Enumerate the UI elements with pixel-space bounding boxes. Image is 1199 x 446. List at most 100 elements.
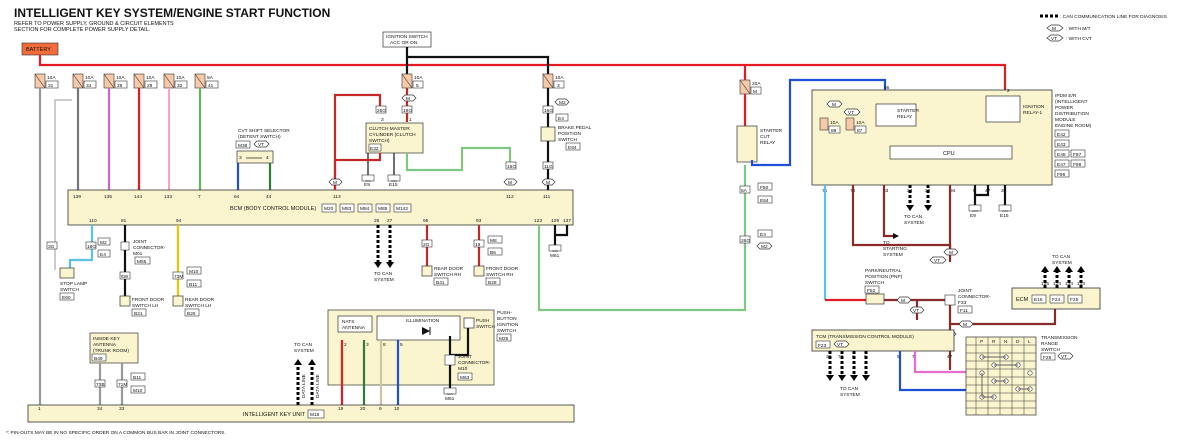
iku-pins: 1 34 33 19 20 9 10 xyxy=(38,406,400,412)
svg-text:M85: M85 xyxy=(378,206,388,212)
ignition-relay-1 xyxy=(985,95,1021,123)
svg-text:16G: 16G xyxy=(544,108,553,114)
svg-text:M: M xyxy=(949,250,953,256)
svg-text:73: 73 xyxy=(838,354,844,360)
svg-text:28: 28 xyxy=(117,83,123,89)
svg-text:M2: M2 xyxy=(559,100,566,106)
ground-e15-ipdm: E15 xyxy=(998,204,1012,219)
starter-cut-relay xyxy=(736,125,758,163)
ipdm-fuse-87: 10A 87 xyxy=(845,117,867,134)
svg-text:SYSTEM: SYSTEM xyxy=(883,252,903,258)
svg-text:M55: M55 xyxy=(137,259,147,265)
bcm-module xyxy=(67,189,574,226)
svg-text:19G: 19G xyxy=(403,108,412,114)
svg-text:JOINT: JOINT xyxy=(458,354,472,360)
bcm-can-lines: TO CAN SYSTEM xyxy=(374,225,394,283)
svg-text:F96: F96 xyxy=(1057,172,1066,178)
note-line-1: REFER TO POWER SUPPLY, GROUND & CIRCUIT … xyxy=(14,21,174,27)
fuse-20a: 20A M xyxy=(739,79,761,95)
svg-text:SWITCH): SWITCH) xyxy=(369,138,390,144)
fuse-31: 10A 31 xyxy=(34,73,59,89)
svg-text:33: 33 xyxy=(119,406,125,412)
svg-text:16G: 16G xyxy=(507,164,516,170)
svg-text:IGNITION: IGNITION xyxy=(1023,104,1045,110)
svg-text:ANTENNA: ANTENNA xyxy=(342,325,366,331)
svg-text:ECM: ECM xyxy=(1016,297,1029,303)
svg-text:B21: B21 xyxy=(134,311,143,317)
svg-text:20: 20 xyxy=(360,406,366,412)
svg-text:73M: 73M xyxy=(174,274,183,280)
svg-text:SYSTEM: SYSTEM xyxy=(840,392,860,398)
wire-ecm-15 xyxy=(950,309,1057,326)
svg-text:M: M xyxy=(508,180,512,186)
svg-text:SWITCH: SWITCH xyxy=(476,324,495,330)
svg-text:DISTRIBUTION: DISTRIBUTION xyxy=(1055,111,1089,117)
svg-text:BRAKE PEDAL: BRAKE PEDAL xyxy=(558,125,592,131)
nats-antenna xyxy=(337,315,373,333)
svg-text:M20: M20 xyxy=(324,206,334,212)
svg-text:3G: 3G xyxy=(48,244,55,250)
svg-text:10A: 10A xyxy=(176,75,185,81)
svg-text:CONNECTOR-: CONNECTOR- xyxy=(133,245,166,251)
svg-text:SWITCH LH: SWITCH LH xyxy=(185,303,212,309)
illumination-block xyxy=(376,315,461,341)
svg-text:10A: 10A xyxy=(414,75,423,81)
svg-text:M2: M2 xyxy=(100,240,107,246)
svg-text:F11: F11 xyxy=(960,308,968,314)
svg-text:133: 133 xyxy=(1077,281,1085,287)
svg-text:M83: M83 xyxy=(342,206,352,212)
svg-text:CPU: CPU xyxy=(943,151,955,157)
svg-text:5A: 5A xyxy=(207,75,214,81)
svg-text:M2: M2 xyxy=(761,244,768,250)
svg-text:TCM (TRANSMISSION CONTROL MODU: TCM (TRANSMISSION CONTROL MODULE) xyxy=(816,334,914,340)
svg-text:DATA LINE: DATA LINE xyxy=(301,374,307,398)
svg-text:TO CAN: TO CAN xyxy=(294,342,313,348)
svg-text:TO CAN: TO CAN xyxy=(904,214,923,220)
fuse-32: 10A 32 xyxy=(163,73,188,89)
svg-text:L: L xyxy=(1028,339,1031,345)
svg-text:31: 31 xyxy=(1001,188,1007,194)
wire-ipdm-83 xyxy=(882,185,895,238)
svg-text:B26: B26 xyxy=(187,311,196,317)
svg-text:F97: F97 xyxy=(1073,152,1082,158)
svg-text:44: 44 xyxy=(266,194,272,200)
svg-text:B28: B28 xyxy=(488,280,497,286)
svg-text:RELAY-1: RELAY-1 xyxy=(1023,110,1043,116)
brake-pedal-switch xyxy=(540,126,556,142)
svg-text:CUT: CUT xyxy=(760,134,770,140)
svg-text:7: 7 xyxy=(198,194,201,200)
svg-text:RELAY: RELAY xyxy=(760,140,776,146)
fuse-row: 10A 31 10A 34 10A 28 10A 29 10A 32 5A 41 xyxy=(34,73,761,95)
svg-text:M: M xyxy=(963,322,967,328)
wire-clutch-112 xyxy=(405,146,512,172)
svg-text:89: 89 xyxy=(831,128,837,134)
svg-text:4: 4 xyxy=(266,155,269,161)
svg-text:9: 9 xyxy=(379,406,382,412)
svg-text:M10: M10 xyxy=(133,388,143,394)
svg-text:71M: 71M xyxy=(118,382,127,388)
svg-text:M: M xyxy=(1052,26,1056,32)
fuse-41: 5A 41 xyxy=(194,73,219,89)
svg-text:(INTELLIGENT: (INTELLIGENT xyxy=(1055,99,1088,105)
svg-text:SWITCH: SWITCH xyxy=(497,328,516,334)
svg-text:10A: 10A xyxy=(830,120,839,126)
illumination-diode-icon xyxy=(422,327,430,335)
bcm-connector-tags: M20 M83 M84 M85 M142 xyxy=(321,203,412,213)
svg-text:135: 135 xyxy=(104,194,112,200)
svg-text:SWITCH: SWITCH xyxy=(558,137,577,143)
wire-stoplamp-feed xyxy=(54,99,72,270)
ecm-can-lines: TO CAN SYSTEM 125 124 134 133 xyxy=(1041,254,1085,288)
svg-text:JOINT: JOINT xyxy=(133,239,147,245)
svg-text:POSITION (PNP): POSITION (PNP) xyxy=(865,274,903,280)
svg-text:F25: F25 xyxy=(1070,297,1079,303)
svg-text:RELAY: RELAY xyxy=(897,114,913,120)
svg-text:7: 7 xyxy=(912,354,915,360)
svg-text:3: 3 xyxy=(366,342,369,348)
svg-text:E4: E4 xyxy=(100,252,106,258)
ignition-feed-wire xyxy=(405,47,550,75)
svg-text:10A: 10A xyxy=(555,75,564,81)
svg-text:M: M xyxy=(333,180,337,186)
svg-text:FRONT DOOR: FRONT DOOR xyxy=(486,266,519,272)
iku-can-lines: TO CAN SYSTEM DATA LINE DATA LINE xyxy=(294,342,321,405)
svg-text:125: 125 xyxy=(1041,281,1049,287)
